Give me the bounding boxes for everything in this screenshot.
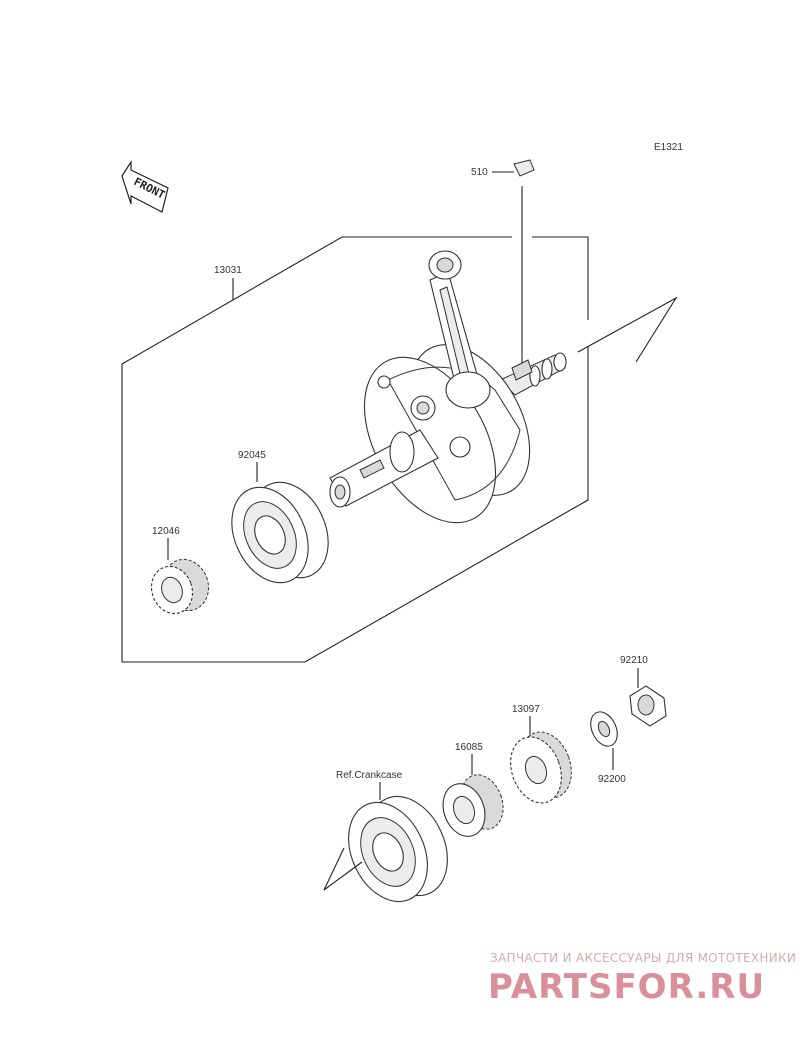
part-number-13031[interactable]: 13031	[214, 265, 242, 276]
watermark-tagline: ЗАПЧАСТИ И АКСЕССУАРЫ ДЛЯ МОТОТЕХНИКИ	[490, 951, 796, 965]
part-92200-washer[interactable]	[586, 708, 623, 751]
crank-axis-arrow	[577, 296, 678, 363]
part-16085-gear[interactable]	[436, 769, 510, 842]
part-number-92045[interactable]: 92045	[238, 450, 266, 461]
watermark-brand: PARTSFOR.RU	[488, 967, 765, 1007]
crankshaft[interactable]	[329, 250, 567, 545]
front-arrow-icon: FRONT	[121, 159, 169, 214]
crankcase-bearing[interactable]	[333, 784, 462, 915]
part-number-16085[interactable]: 16085	[455, 742, 483, 753]
assembly-outline	[121, 236, 589, 663]
part-12046-gear[interactable]	[145, 553, 216, 619]
part-number-92210[interactable]: 92210	[620, 655, 648, 666]
part-number-12046[interactable]: 12046	[152, 526, 180, 537]
assembly-outline-right	[532, 236, 589, 320]
part-92210-nut[interactable]	[629, 685, 667, 727]
diagram-code: E1321	[654, 142, 683, 153]
part-number-13097[interactable]: 13097	[512, 704, 540, 715]
part-510-key[interactable]	[492, 159, 535, 177]
part-92045-bearing[interactable]	[217, 470, 343, 595]
crankcase-axis-arrow	[323, 847, 363, 891]
part-number-510[interactable]: 510	[471, 167, 488, 178]
reference-crankcase-label[interactable]: Ref.Crankcase	[336, 770, 403, 781]
part-13097-gear[interactable]	[502, 725, 580, 810]
part-number-92200[interactable]: 92200	[598, 774, 626, 785]
